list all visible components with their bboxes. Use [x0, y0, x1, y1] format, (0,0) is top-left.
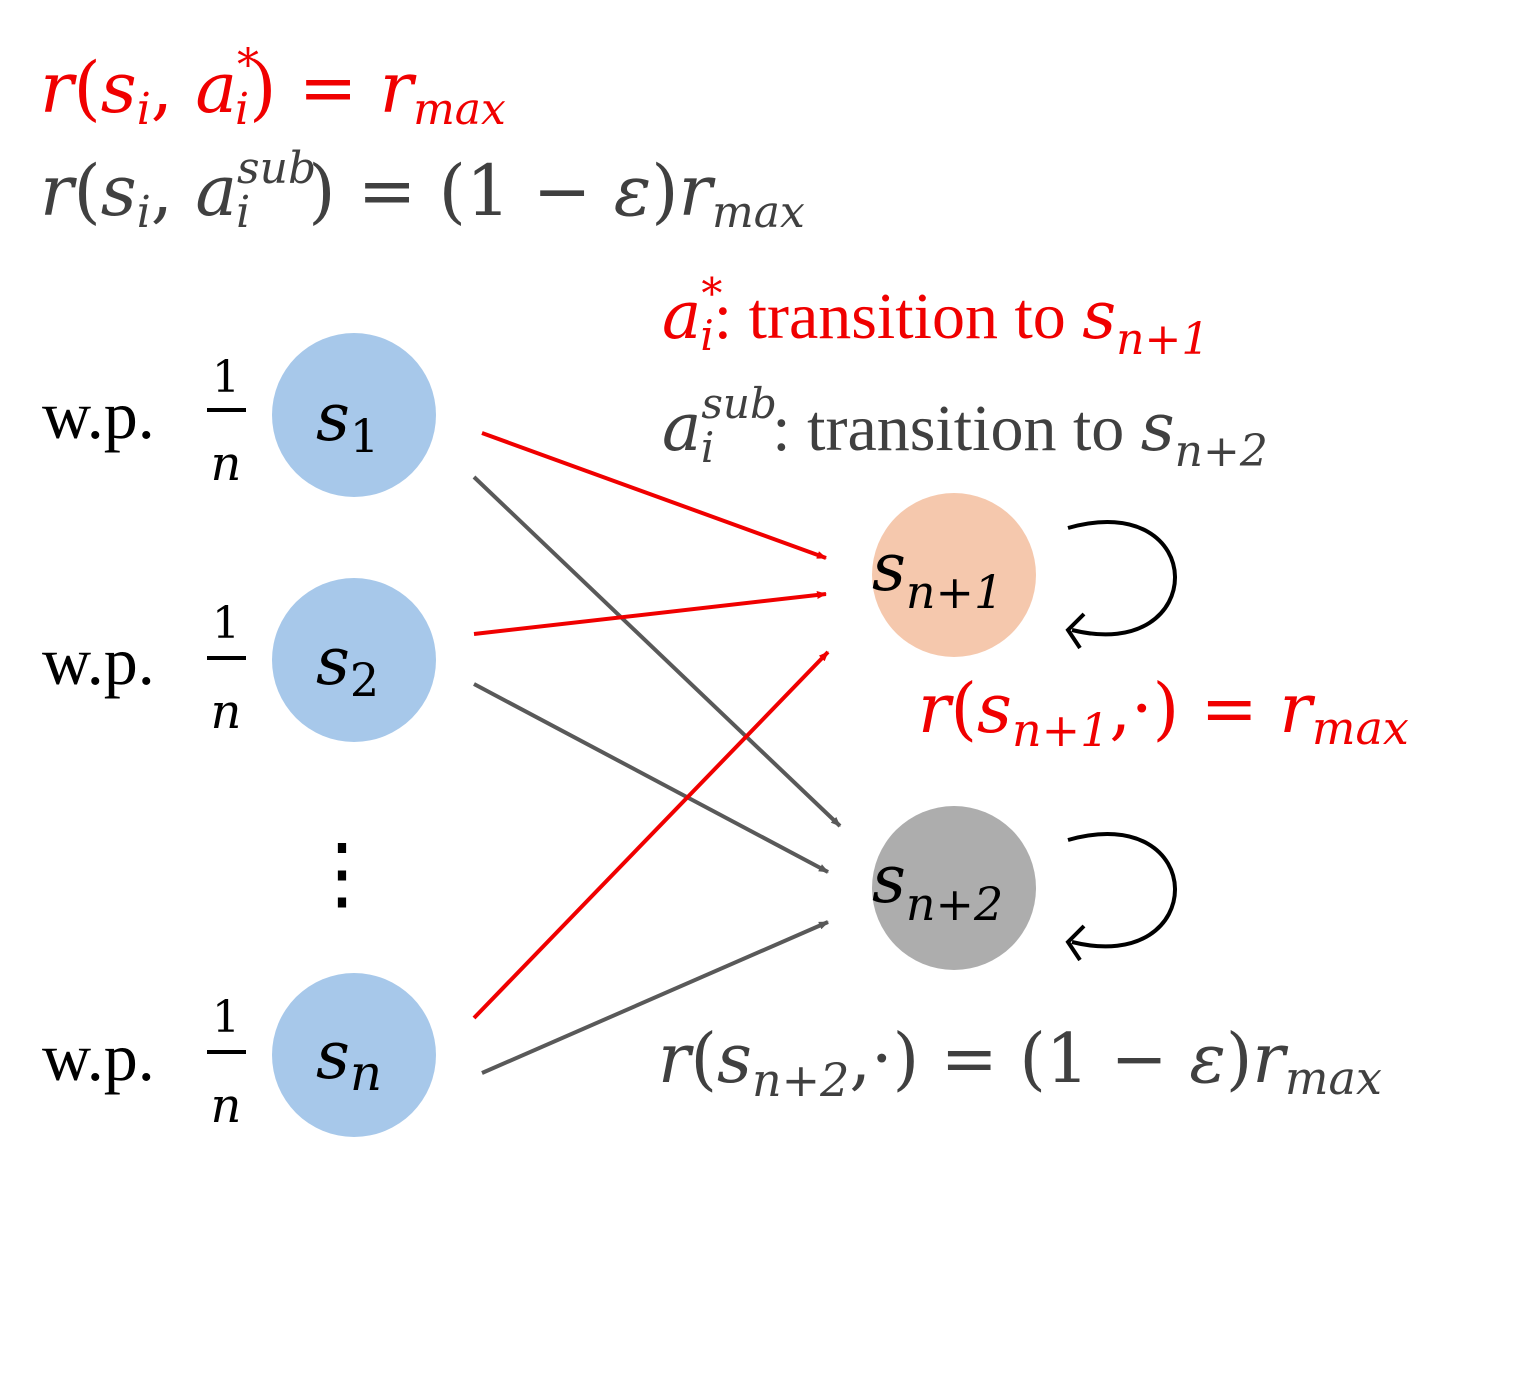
wp-label-n: w.p.: [42, 1019, 155, 1095]
transition-optimal-label: a*i: transition to sn+1: [662, 269, 1209, 365]
state-label-sn2: sn+2: [872, 841, 1003, 931]
arrow-sn-to-sn2: [481, 920, 829, 1075]
prob-denominator-1: n: [211, 436, 242, 492]
arrow-s1-to-sn1: [481, 431, 827, 560]
arrow-sn-to-sn1: [472, 650, 830, 1020]
state-node-s1: [272, 333, 436, 497]
prob-numerator-2: 1: [212, 598, 240, 649]
reward-sn1-formula: r(sn+1,·) = rmax: [918, 670, 1409, 757]
state-row-1: w.p. 1 n s1: [42, 333, 436, 497]
state-row-n: w.p. 1 n sn: [42, 973, 436, 1137]
self-loop-arrowhead-sn1: [1065, 612, 1086, 650]
state-label-sn1: sn+1: [872, 529, 1003, 619]
state-node-s2: [272, 578, 436, 742]
wp-label-2: w.p.: [42, 623, 155, 699]
prob-denominator-n: n: [211, 1078, 242, 1134]
state-node-sn: [272, 973, 436, 1137]
state-node-sn1: [872, 493, 1036, 657]
prob-numerator-1: 1: [212, 352, 240, 403]
self-loop-sn1: [1067, 520, 1177, 637]
ellipsis: ⋮: [302, 826, 382, 919]
self-loop-arrowhead-sn2: [1065, 924, 1086, 962]
state-label-sn: sn: [316, 1017, 382, 1102]
state-row-2: w.p. 1 n s2: [42, 578, 436, 742]
reward-sn2-formula: r(sn+2,·) = (1 − ε)rmax: [658, 1020, 1382, 1107]
prob-denominator-2: n: [211, 684, 242, 740]
state-label-s1: s1: [316, 379, 379, 463]
reward-optimal-formula: r(si, a*i) = rmax: [40, 40, 506, 135]
prob-numerator-n: 1: [212, 992, 240, 1043]
state-node-sn2: [872, 806, 1036, 970]
wp-label-1: w.p.: [42, 377, 155, 453]
self-loop-sn2: [1067, 832, 1177, 949]
state-label-s2: s2: [316, 623, 379, 707]
arrow-s2-to-sn2: [473, 682, 829, 874]
arrow-s2-to-sn1: [473, 591, 827, 636]
arrow-s1-to-sn2: [472, 475, 842, 828]
